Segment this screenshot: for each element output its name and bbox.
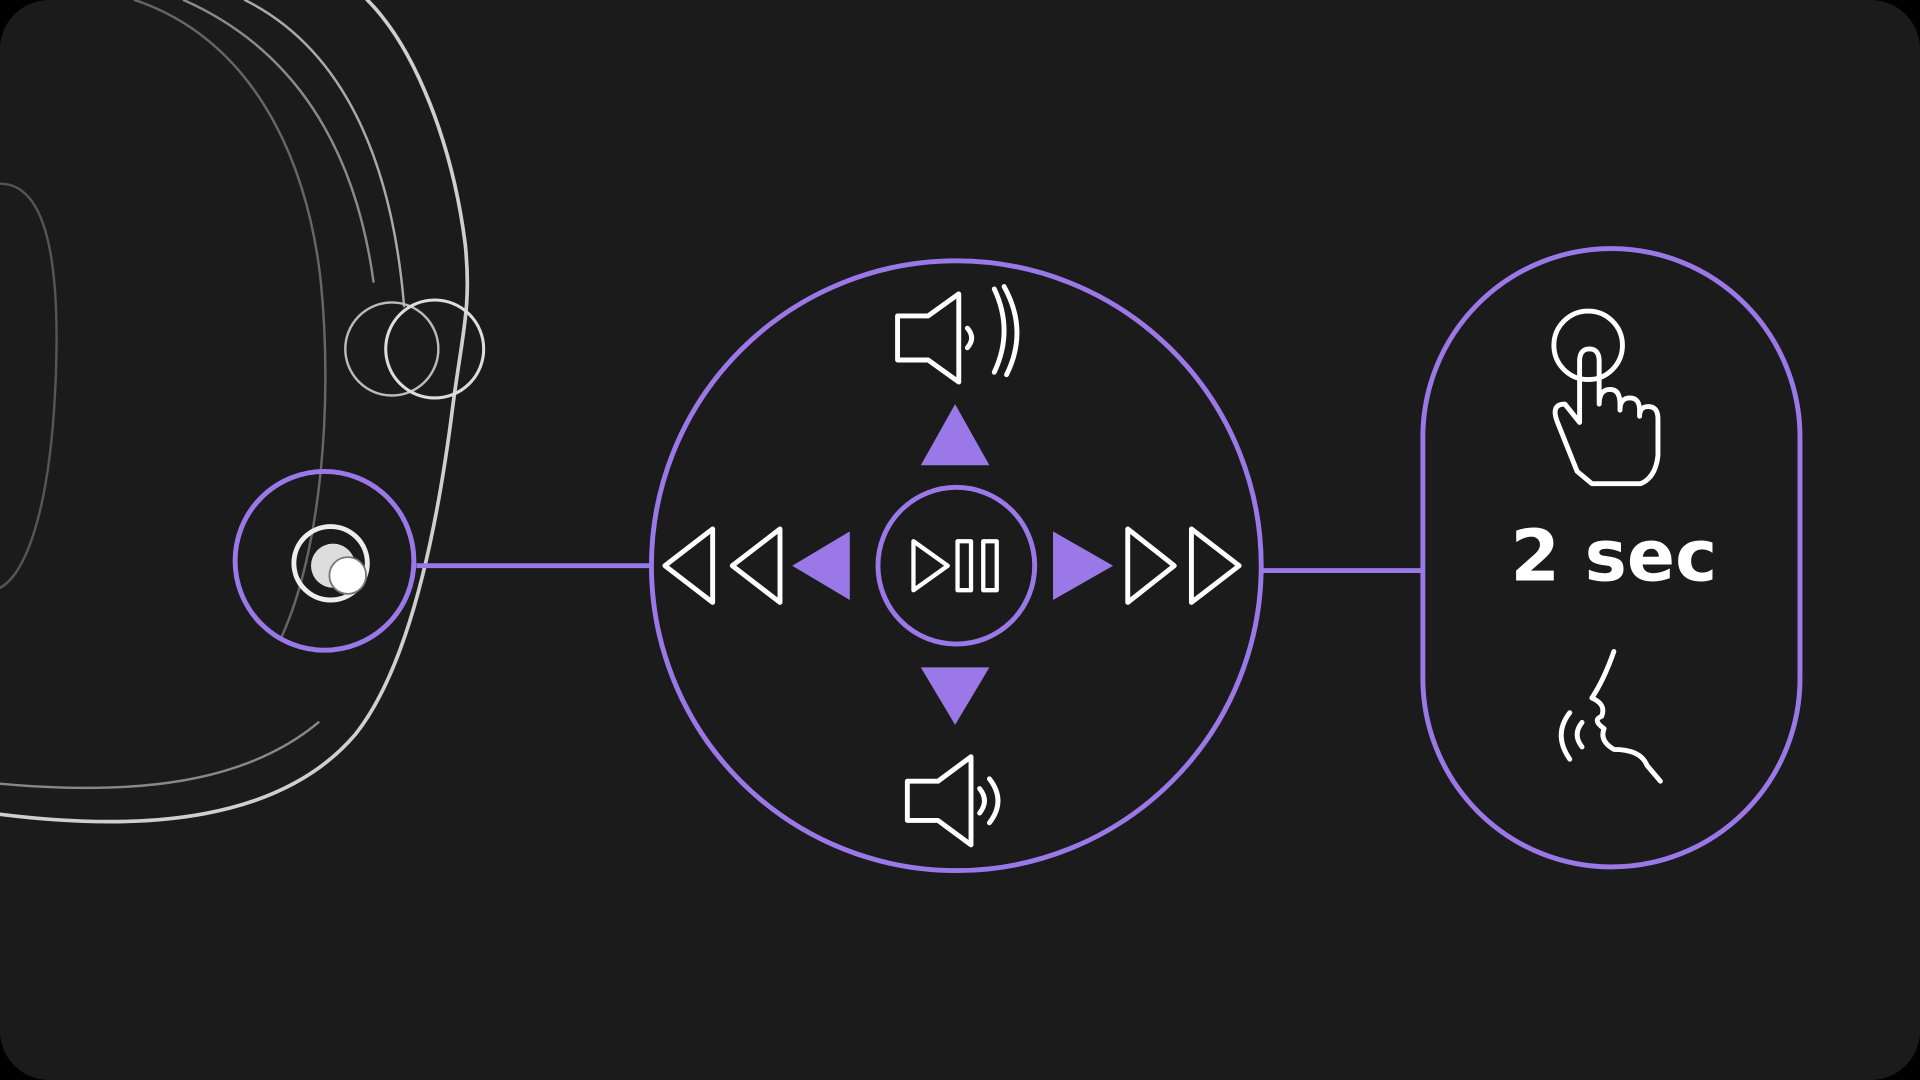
rewind-icon — [662, 526, 783, 605]
volume-down-icon — [904, 754, 1001, 848]
button-highlight-circle — [232, 468, 417, 653]
voice-assistant-icon — [1558, 648, 1663, 784]
volume-up-icon — [895, 284, 1020, 385]
control-wheel — [648, 258, 1264, 874]
arrow-right-icon — [1053, 531, 1114, 600]
hold-duration-label: 2 sec — [1511, 514, 1718, 597]
headset-button-icon — [291, 524, 370, 603]
play-pause-icon — [911, 539, 999, 593]
hand-press-icon — [1551, 308, 1661, 487]
fast-forward-icon — [1125, 526, 1242, 605]
arrow-left-icon — [792, 531, 850, 600]
arrow-down-icon — [920, 667, 990, 725]
arrow-up-icon — [920, 404, 990, 466]
headset-outline — [0, 0, 486, 824]
hold-panel — [1420, 246, 1803, 870]
center-button — [875, 484, 1038, 647]
